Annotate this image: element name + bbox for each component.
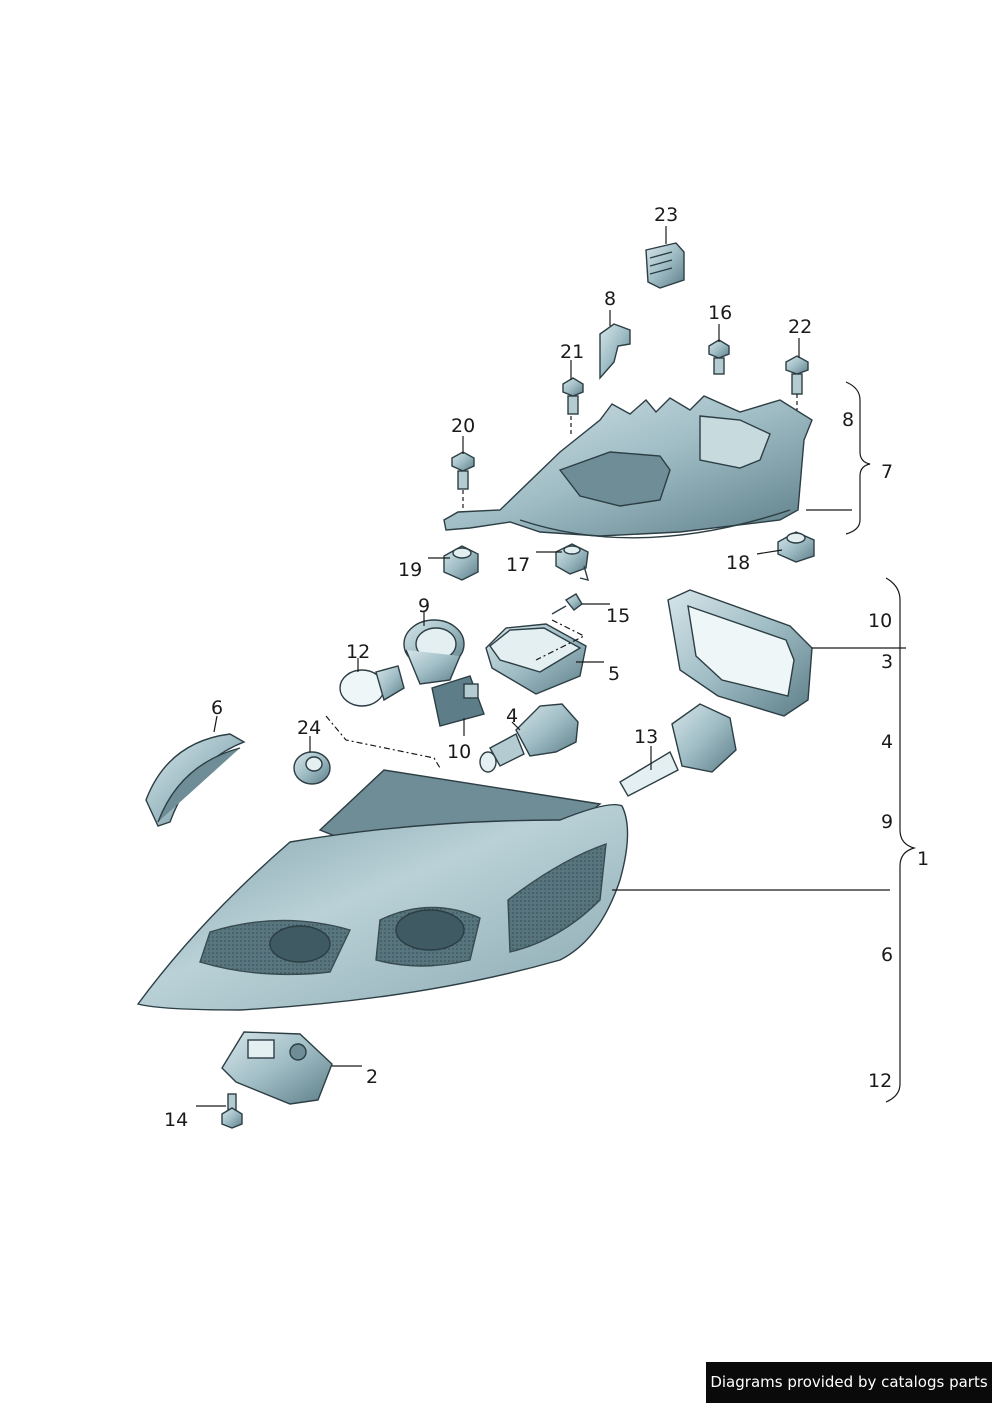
callout-9: 9 [418,595,430,617]
callout-16: 16 [708,302,732,324]
part-control-unit-2 [221,1031,333,1105]
bracket-main-item-6: 12 [868,1070,892,1092]
clip-19 [443,545,479,581]
bracket-top-item-2: 7 [881,461,893,483]
callout-6: 6 [211,697,223,719]
bracket-top [845,381,871,535]
part-headlight-1 [136,769,629,1011]
screw-16 [708,339,730,375]
bracket-main-item-4: 9 [881,811,893,833]
callout-19: 19 [398,559,422,581]
bracket-main-item-5: 6 [881,944,893,966]
screw-15 [551,593,583,615]
footer-credit: Diagrams provided by catalogs parts [706,1362,992,1403]
bracket-main-item-2: 3 [881,651,893,673]
leader-lines [196,226,906,1107]
callout-labels: 23 8 16 22 21 20 19 17 18 9 15 12 5 6 24… [164,204,929,1131]
part-socket-9 [403,619,465,685]
clip-18 [777,531,815,563]
screw-21 [562,377,584,415]
part-cap-5 [485,623,587,695]
bracket-main-item-1: 10 [868,610,892,632]
callout-23: 23 [654,204,678,226]
callout-2: 2 [366,1066,378,1088]
part-board-10 [431,675,485,727]
part-bezel-3 [667,589,813,717]
callout-10: 10 [447,741,471,763]
callout-18: 18 [726,552,750,574]
callout-24: 24 [297,717,321,739]
bracket-main [885,577,917,1103]
screw-22 [785,355,809,395]
callout-12: 12 [346,641,370,663]
screw-20 [451,451,475,490]
clip-17 [555,543,590,581]
callout-4: 4 [506,705,518,727]
part-grommet-24 [293,751,331,785]
part-connector-23 [645,242,685,289]
callout-22: 22 [788,316,812,338]
callout-15: 15 [606,605,630,627]
callout-17: 17 [506,554,530,576]
part-xenon-13 [619,703,737,797]
callout-21: 21 [560,341,584,363]
part-ring-6 [145,733,246,827]
part-bracket-7 [443,395,813,539]
part-lamp-4 [479,703,579,773]
bracket-main-item-3: 4 [881,731,893,753]
callout-14: 14 [164,1109,188,1131]
screw-14 [221,1093,243,1129]
callout-5: 5 [608,663,620,685]
callout-13: 13 [634,726,658,748]
part-clip-8 [599,323,631,380]
callout-20: 20 [451,415,475,437]
bracket-top-item-1: 8 [842,409,854,431]
part-bulb-12 [339,665,405,707]
callout-8: 8 [604,288,616,310]
bracket-main-label: 1 [917,848,929,870]
